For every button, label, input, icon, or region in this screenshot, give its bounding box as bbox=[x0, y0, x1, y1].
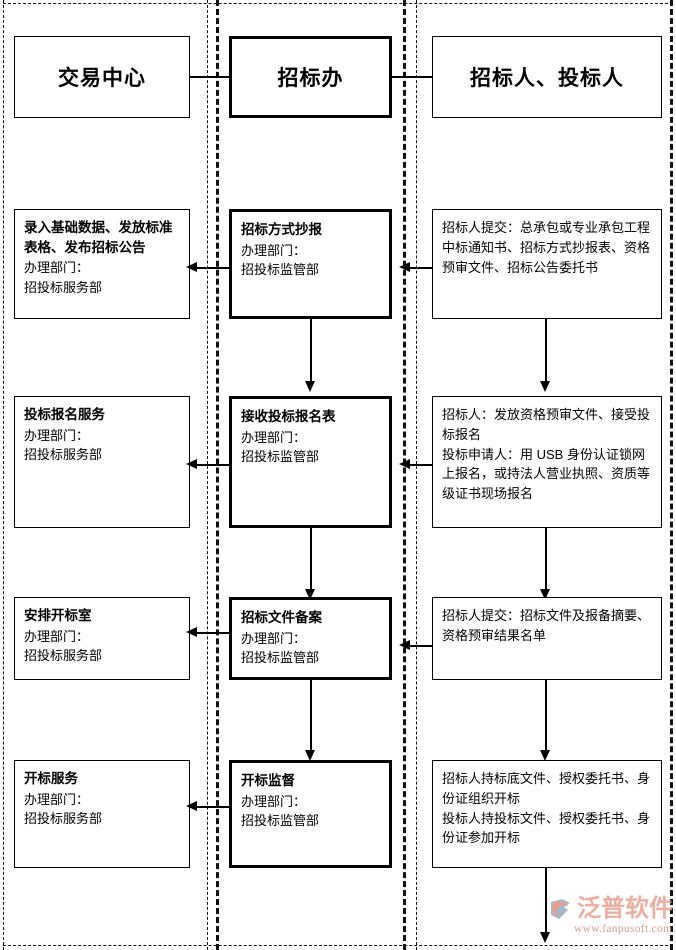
process-paragraph: 投标申请人：用 USB 身份认证锁网上报名，或持法人营业执照、资质等级证书现场报… bbox=[442, 446, 651, 502]
connector-header-2-3 bbox=[392, 76, 433, 78]
arrowhead-row2-center bbox=[399, 459, 410, 469]
arrowhead-row2-left bbox=[186, 459, 197, 469]
lane-header-label: 招标办 bbox=[277, 67, 344, 90]
lane-header-label: 招标人、投标人 bbox=[470, 67, 624, 90]
process-line: 招投标监管部 bbox=[241, 262, 320, 278]
connector-center-row2-row3 bbox=[310, 528, 312, 595]
arrowhead-row4-left bbox=[186, 801, 197, 811]
process-line: 办理部门： bbox=[241, 429, 307, 445]
lane-frame-top bbox=[3, 3, 673, 4]
watermark-brand-row: 泛普软件 bbox=[548, 895, 673, 922]
process-line: 招投标监管部 bbox=[241, 650, 320, 666]
process-box-row2-center: 接收投标报名表 办理部门： 招投标监管部 bbox=[229, 396, 392, 528]
arrowhead-row3-center bbox=[399, 640, 410, 650]
process-title: 录入基础数据、发放标准表格、发布招标公告 bbox=[24, 220, 173, 255]
lane-divider-2-thick bbox=[403, 0, 406, 950]
process-title: 开标服务 bbox=[24, 771, 78, 786]
process-line: 招投标服务部 bbox=[24, 447, 103, 463]
lane-frame-bottom bbox=[3, 945, 673, 946]
arrowhead-right-row3 bbox=[540, 589, 550, 600]
process-box-row1-right: 招标人提交：总承包或专业承包工程中标通知书、招标方式抄报表、资格预审文件、招标公… bbox=[432, 209, 662, 319]
lane-divider-1-thin bbox=[207, 0, 208, 950]
process-box-row2-left: 投标报名服务 办理部门： 招投标服务部 bbox=[14, 396, 190, 528]
arrowhead-row1-left bbox=[186, 262, 197, 272]
arrowhead-row3-left bbox=[186, 627, 197, 637]
lane-header-bidding-office: 招标办 bbox=[229, 36, 392, 118]
connector-row2-right-to-center bbox=[409, 464, 433, 466]
process-title: 安排开标室 bbox=[24, 608, 92, 623]
connector-row1-center-to-left bbox=[196, 267, 230, 269]
connector-center-row1-row2 bbox=[310, 319, 312, 387]
lane-divider-2-thin bbox=[416, 0, 417, 950]
process-title: 开标监督 bbox=[241, 773, 295, 788]
watermark-brand-text: 泛普软件 bbox=[577, 895, 673, 922]
arrowhead-center-row3 bbox=[305, 589, 315, 600]
process-title: 招标文件备案 bbox=[241, 610, 322, 625]
process-box-row4-right: 招标人持标底文件、授权委托书、身份证组织开标 投标人持投标文件、授权委托书、身份… bbox=[432, 760, 662, 868]
process-box-row3-center: 招标文件备案 办理部门： 招投标监管部 bbox=[229, 597, 392, 680]
connector-right-row1-row2 bbox=[545, 319, 547, 387]
lane-divider-outer-left bbox=[3, 0, 4, 950]
process-box-row1-left: 录入基础数据、发放标准表格、发布招标公告 办理部门： 招投标服务部 bbox=[14, 209, 190, 319]
process-paragraph: 投标人持投标文件、授权委托书、身份证参加开标 bbox=[442, 810, 651, 846]
process-paragraph: 招标人持标底文件、授权委托书、身份证组织开标 bbox=[442, 771, 651, 806]
connector-row3-right-to-center bbox=[409, 645, 433, 647]
connector-right-row2-row3 bbox=[545, 528, 547, 595]
watermark-fanpusoft: 泛普软件 www.fanpusoft.com bbox=[548, 895, 673, 938]
lane-header-trading-center: 交易中心 bbox=[14, 36, 190, 118]
process-box-row3-right: 招标人提交：招标文件及报备摘要、资格预审结果名单 bbox=[432, 597, 662, 680]
process-line: 招投标服务部 bbox=[24, 648, 103, 664]
process-box-row2-right: 招标人：发放资格预审文件、接受投标报名 投标申请人：用 USB 身份认证锁网上报… bbox=[432, 396, 662, 528]
process-box-row3-left: 安排开标室 办理部门： 招投标服务部 bbox=[14, 597, 190, 680]
process-title: 接收投标报名表 bbox=[241, 409, 336, 424]
process-title: 招标方式抄报 bbox=[241, 222, 322, 237]
process-line: 招投标监管部 bbox=[241, 813, 320, 829]
lane-divider-outer-right bbox=[670, 0, 673, 950]
lane-header-label: 交易中心 bbox=[58, 67, 146, 90]
lane-header-tenderer-bidder: 招标人、投标人 bbox=[432, 36, 662, 118]
connector-row4-center-to-left bbox=[196, 806, 230, 808]
process-box-row4-center: 开标监督 办理部门： 招投标监管部 bbox=[229, 760, 392, 868]
process-line: 招投标服务部 bbox=[24, 811, 103, 827]
arrowhead-center-row2 bbox=[305, 381, 315, 392]
connector-row1-right-to-center bbox=[409, 267, 433, 269]
arrowhead-center-row4 bbox=[305, 750, 315, 761]
connector-row3-center-to-left bbox=[196, 632, 230, 634]
connector-center-row3-row4 bbox=[310, 680, 312, 756]
process-box-row1-center: 招标方式抄报 办理部门： 招投标监管部 bbox=[229, 209, 392, 319]
process-line: 办理部门： bbox=[24, 427, 90, 443]
process-line: 办理部门： bbox=[241, 630, 307, 646]
process-paragraph: 招标人提交：总承包或专业承包工程中标通知书、招标方式抄报表、资格预审文件、招标公… bbox=[442, 220, 651, 275]
process-line: 办理部门： bbox=[24, 628, 90, 644]
process-paragraph: 招标人：发放资格预审文件、接受投标报名 bbox=[442, 407, 651, 442]
process-box-row4-left: 开标服务 办理部门： 招投标服务部 bbox=[14, 760, 190, 868]
connector-row2-center-to-left bbox=[196, 464, 230, 466]
process-line: 办理部门： bbox=[24, 260, 90, 276]
process-line: 办理部门： bbox=[24, 791, 90, 807]
process-line: 办理部门： bbox=[241, 793, 307, 809]
connector-right-row4-exit bbox=[545, 868, 547, 938]
process-line: 办理部门： bbox=[241, 242, 307, 258]
connector-right-row3-row4 bbox=[545, 680, 547, 756]
arrowhead-right-row2 bbox=[540, 381, 550, 392]
process-line: 招投标服务部 bbox=[24, 279, 103, 295]
process-title: 投标报名服务 bbox=[24, 407, 105, 422]
arrowhead-right-row4 bbox=[540, 750, 550, 761]
arrowhead-row1-center bbox=[399, 262, 410, 272]
connector-header-1-2 bbox=[190, 76, 230, 78]
watermark-url-text: www.fanpusoft.com bbox=[574, 923, 673, 935]
process-line: 招投标监管部 bbox=[241, 449, 320, 465]
arrowhead-right-exit bbox=[540, 932, 550, 943]
process-paragraph: 招标人提交：招标文件及报备摘要、资格预审结果名单 bbox=[442, 608, 651, 643]
lane-divider-1-thick bbox=[216, 0, 219, 950]
fanpu-logo-icon bbox=[548, 896, 574, 922]
